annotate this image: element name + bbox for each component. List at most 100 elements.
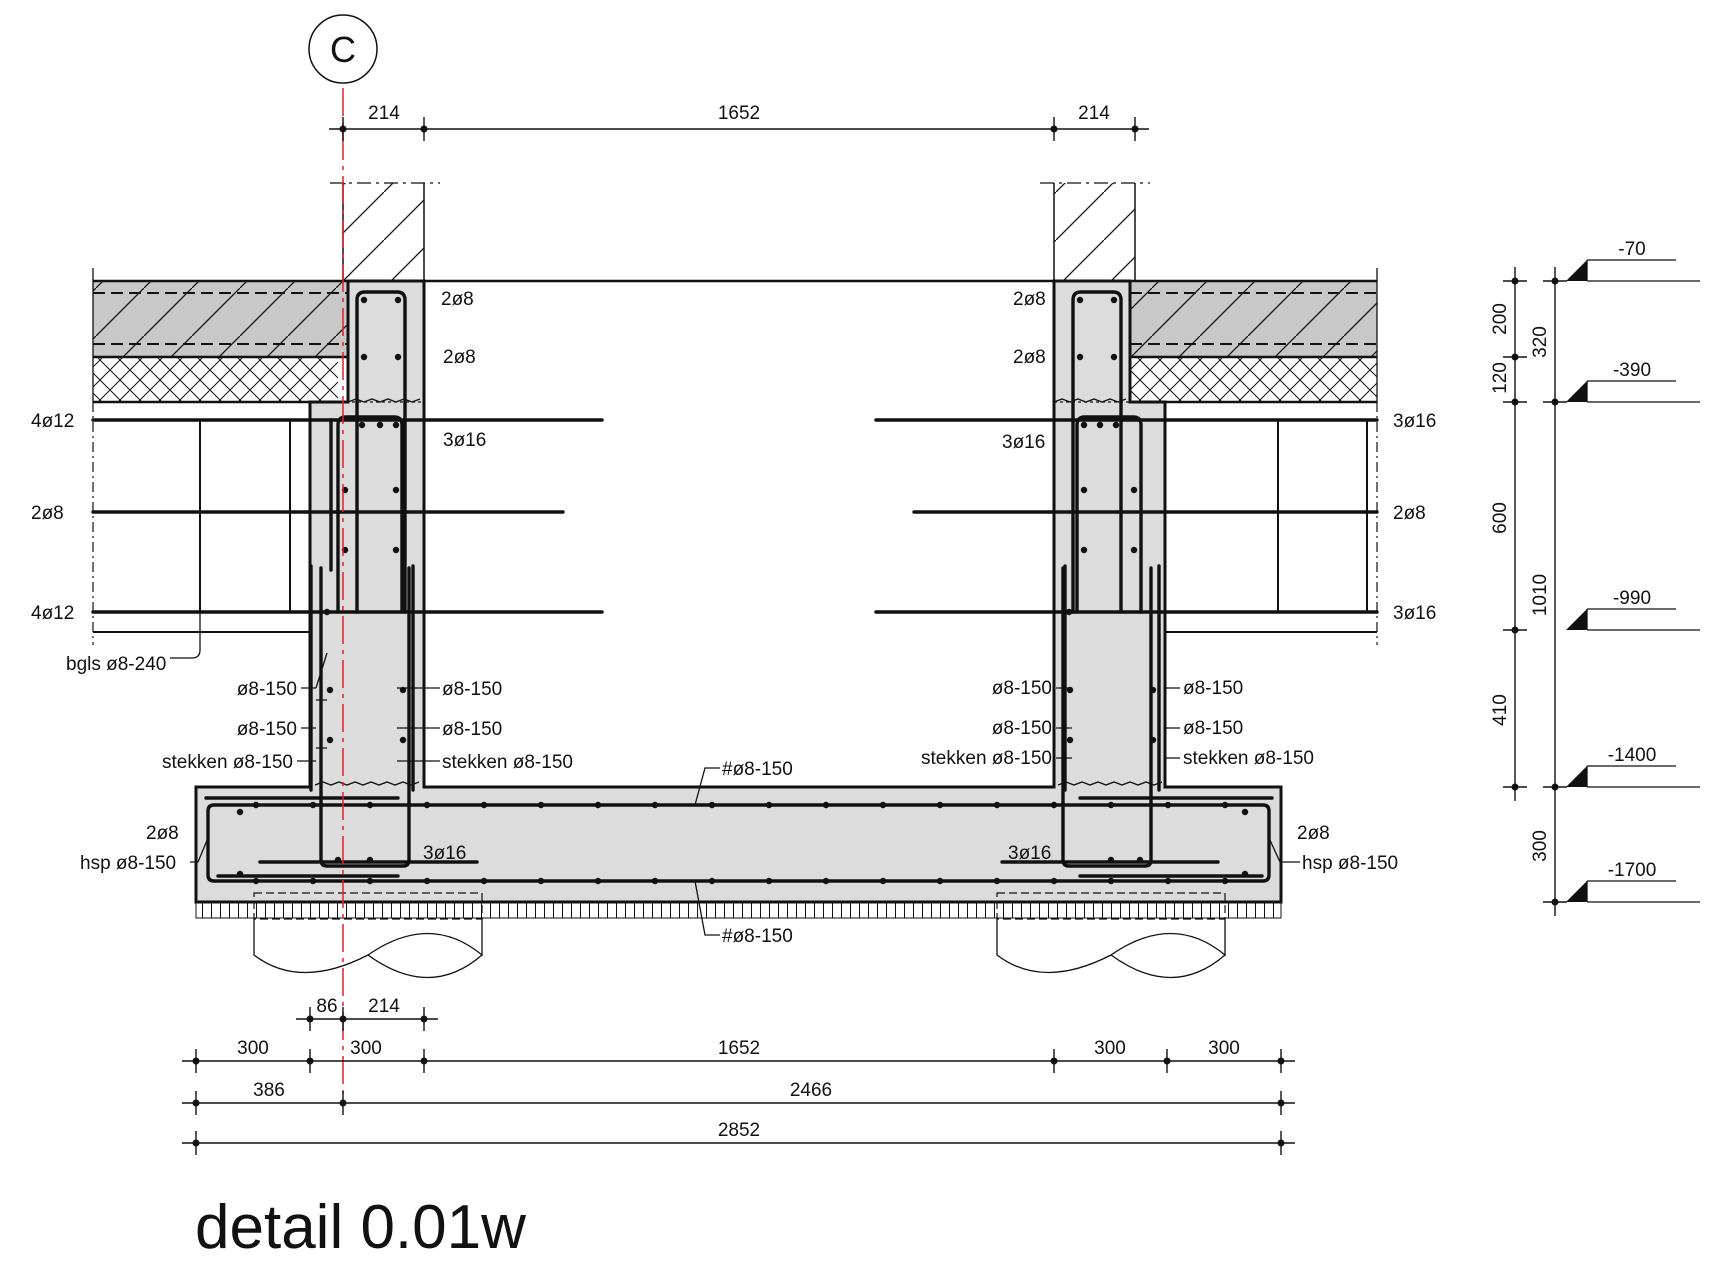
rebar-dot — [1241, 808, 1249, 816]
rebar-dot — [594, 877, 602, 885]
dimension-node — [420, 1057, 428, 1065]
dim-v-600: 600 — [1490, 502, 1511, 534]
rebar-dot — [879, 801, 887, 809]
construction-joint-upper-right — [1053, 398, 1127, 403]
label-right-2o8: 2ø8 — [1393, 503, 1426, 524]
construction-joint-upper-left — [347, 398, 421, 403]
rebar-dot — [376, 421, 384, 429]
walls-above — [330, 182, 1150, 281]
dim-v-120: 120 — [1490, 362, 1511, 394]
level-label-1: -70 — [1618, 239, 1645, 260]
rebar-dot — [334, 856, 342, 864]
label-r-2o8-b: 2ø8 — [1013, 347, 1046, 368]
dimension-node — [1551, 277, 1559, 285]
rebar-dot — [1221, 877, 1229, 885]
rebar-dot — [765, 801, 773, 809]
label-l-o8-150-a: ø8-150 — [237, 679, 297, 700]
dim-b-300-b: 300 — [350, 1038, 382, 1059]
rebar-dot — [651, 877, 659, 885]
label-r-foot-2o8: 2ø8 — [1297, 823, 1330, 844]
rebar-dot — [537, 877, 545, 885]
dimension-node — [306, 1015, 314, 1023]
rebar-dot — [879, 877, 887, 885]
rebar-dot — [236, 870, 244, 878]
level-label-3: -990 — [1613, 588, 1651, 609]
rebar-dot — [252, 801, 260, 809]
rebar-dot — [651, 801, 659, 809]
dim-v-300: 300 — [1530, 830, 1551, 862]
rebar-dot — [392, 546, 400, 554]
rebar-dot — [360, 296, 368, 304]
rebar-dot — [1065, 608, 1073, 616]
rebar-dot — [1136, 856, 1144, 864]
rebar-dot — [480, 801, 488, 809]
label-r-foot-3o16: 3ø16 — [1008, 843, 1051, 864]
dimension-node — [1277, 1099, 1285, 1107]
dimension-node — [420, 1015, 428, 1023]
floor-right — [1130, 268, 1378, 404]
dimension-texts: 214 1652 214 86 214 300 300 1652 300 300… — [237, 103, 1551, 1141]
rebar-dot — [1130, 486, 1138, 494]
rebar-dot — [594, 801, 602, 809]
label-r-o8-150-b: ø8-150 — [1183, 718, 1243, 739]
dimension-node — [1511, 353, 1519, 361]
rebar-dot — [1221, 801, 1229, 809]
rebar-dot — [1076, 296, 1084, 304]
rebar-dot — [366, 877, 374, 885]
dim-b-300-d: 300 — [1208, 1038, 1240, 1059]
label-left-2o8: 2ø8 — [31, 503, 64, 524]
level-marker-2: -390 — [1566, 360, 1700, 403]
dimension-node — [1511, 626, 1519, 634]
label-l-3o16-top: 3ø16 — [443, 430, 486, 451]
dim-top-214-right: 214 — [1078, 103, 1110, 124]
label-l-foot-3o16: 3ø16 — [423, 843, 466, 864]
rebar-dot — [1164, 801, 1172, 809]
rebar-dot — [1080, 546, 1088, 554]
rebar-dot — [252, 877, 260, 885]
dimension-node — [1511, 783, 1519, 791]
dim-b-300-a: 300 — [237, 1038, 269, 1059]
dimension-node — [1050, 125, 1058, 133]
rebar-dot — [392, 421, 400, 429]
level-label-2: -390 — [1613, 360, 1651, 381]
label-l-in-stekken: stekken ø8-150 — [442, 752, 573, 773]
rebar-dot — [1050, 877, 1058, 885]
rebar-dot — [1066, 736, 1074, 744]
label-r-hsp: hsp ø8-150 — [1302, 853, 1398, 874]
label-right-3o16-top: 3ø16 — [1393, 411, 1436, 432]
rebar-dot — [366, 801, 374, 809]
rebar-dot — [399, 736, 407, 744]
label-mesh-bot: #ø8-150 — [722, 926, 793, 947]
rebar-dot — [1112, 421, 1120, 429]
level-marker-1: -70 — [1566, 239, 1700, 282]
level-markers: -70 -390 -990 -1400 -1700 — [1566, 239, 1700, 903]
dim-top-214-left: 214 — [368, 103, 400, 124]
dimension-node — [1050, 1057, 1058, 1065]
rebar-dot — [1076, 353, 1084, 361]
rebar-dot — [366, 856, 374, 864]
rebar-dot — [326, 736, 334, 744]
dim-v-320: 320 — [1530, 326, 1551, 358]
rebar-dot — [822, 877, 830, 885]
rebar-dot — [1164, 877, 1172, 885]
construction-joint-left — [314, 781, 420, 786]
rebar-dot — [326, 686, 334, 694]
label-left-4o12-top: 4ø12 — [31, 411, 74, 432]
rebar-dot — [394, 296, 402, 304]
rebar-dot — [309, 877, 317, 885]
rebar-dot — [423, 801, 431, 809]
rebar-dot — [1149, 686, 1157, 694]
rebar-dot — [1050, 801, 1058, 809]
rebar-dot — [936, 801, 944, 809]
label-l-hsp: hsp ø8-150 — [80, 853, 176, 874]
level-marker-3: -990 — [1566, 588, 1700, 631]
label-l-foot-2o8: 2ø8 — [146, 823, 179, 844]
rebar-dot — [1110, 353, 1118, 361]
rebar-dot — [1080, 486, 1088, 494]
rebar-dot — [936, 877, 944, 885]
concrete-section — [194, 279, 1283, 904]
label-l-in-o8-150-b: ø8-150 — [442, 719, 502, 740]
dim-v-410: 410 — [1490, 694, 1511, 726]
dim-b-2466: 2466 — [790, 1080, 832, 1101]
